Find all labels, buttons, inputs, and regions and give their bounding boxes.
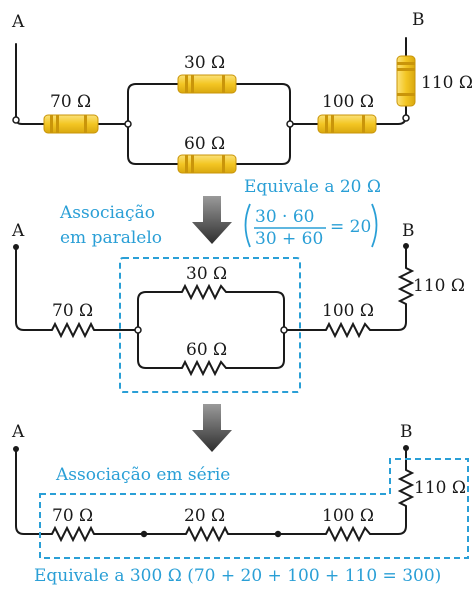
zigzag-60 <box>181 359 227 377</box>
point-a-label: A <box>11 12 25 32</box>
wire-left-2 <box>15 247 53 331</box>
label-70: 70 Ω <box>50 92 91 112</box>
resistor-110-photo <box>396 55 416 107</box>
label-100-3: 100 Ω <box>322 506 374 526</box>
wire-right-2 <box>369 303 407 331</box>
parallel-label-line1: Associação <box>59 203 155 223</box>
zigzag-110 <box>397 267 415 305</box>
label-70-3: 70 Ω <box>52 506 93 526</box>
junction-dot-2 <box>274 530 282 538</box>
label-110-3: 110 Ω <box>414 478 466 498</box>
junction-dot-1 <box>140 530 148 538</box>
point-a-label-2: A <box>11 221 25 241</box>
formula-result: = 20 <box>330 217 371 237</box>
wire-left-3 <box>15 448 53 535</box>
series-dashed-box <box>39 458 469 559</box>
series-equivalent-text: Equivale a 300 Ω (70 + 20 + 100 + 110 = … <box>34 566 441 586</box>
point-b-label: B <box>412 10 425 30</box>
parallel-formula: 30 · 60 30 + 60 = 20 <box>244 203 378 249</box>
paren-left <box>244 203 251 248</box>
series-label: Associação em série <box>55 465 230 485</box>
diagram-2: A B 70 Ω 30 Ω 60 Ω 100 Ω 110 Ω <box>11 221 465 393</box>
node-left-2 <box>134 326 142 334</box>
resistor-30-photo <box>177 74 237 94</box>
wire-right-3 <box>369 505 407 535</box>
label-20-3: 20 Ω <box>184 506 225 526</box>
terminal-a-2 <box>13 244 19 250</box>
parallel-label-line2: em paralelo <box>60 228 162 248</box>
label-60-2: 60 Ω <box>186 340 227 360</box>
wire-left <box>15 43 45 125</box>
resistor-70-photo <box>43 114 99 134</box>
zigzag-100-3 <box>325 525 371 543</box>
terminal-a-3 <box>13 446 19 452</box>
terminal-b-2 <box>403 243 409 249</box>
label-110-2: 110 Ω <box>413 276 465 296</box>
paren-right <box>371 203 378 248</box>
zigzag-70-3 <box>51 525 95 543</box>
zigzag-70 <box>51 321 95 339</box>
zigzag-20-3 <box>185 525 229 543</box>
point-b-label-3: B <box>400 422 413 442</box>
parallel-equivalent-text: Equivale a 20 Ω <box>244 177 381 197</box>
zigzag-100 <box>325 321 371 339</box>
diagram-1: A B <box>11 10 473 174</box>
node-b-corner <box>402 114 410 122</box>
resistor-60-photo <box>177 154 237 174</box>
zigzag-110-3 <box>397 469 415 507</box>
point-a-label-3: A <box>11 422 25 442</box>
zigzag-30 <box>181 283 227 301</box>
label-70-2: 70 Ω <box>52 301 93 321</box>
terminal-b-3 <box>403 445 409 451</box>
point-b-label-2: B <box>402 221 415 241</box>
label-100-2: 100 Ω <box>322 301 374 321</box>
formula-numerator: 30 · 60 <box>255 207 314 227</box>
formula-denominator: 30 + 60 <box>255 229 323 249</box>
label-110: 110 Ω <box>421 73 473 93</box>
diagram-3: A B Associação em série 70 Ω 20 Ω 100 Ω … <box>11 422 469 586</box>
arrow-down-icon <box>192 196 232 244</box>
label-30: 30 Ω <box>184 53 225 73</box>
resistor-100-photo <box>317 114 377 134</box>
parallel-dashed-box <box>119 257 301 393</box>
node-right <box>286 120 294 128</box>
node-left <box>124 120 132 128</box>
arrow-down-icon-2 <box>192 404 232 452</box>
node-a-corner <box>12 116 20 124</box>
node-right-2 <box>280 326 288 334</box>
label-100: 100 Ω <box>322 92 374 112</box>
label-60: 60 Ω <box>184 134 225 154</box>
label-30-2: 30 Ω <box>186 264 227 284</box>
